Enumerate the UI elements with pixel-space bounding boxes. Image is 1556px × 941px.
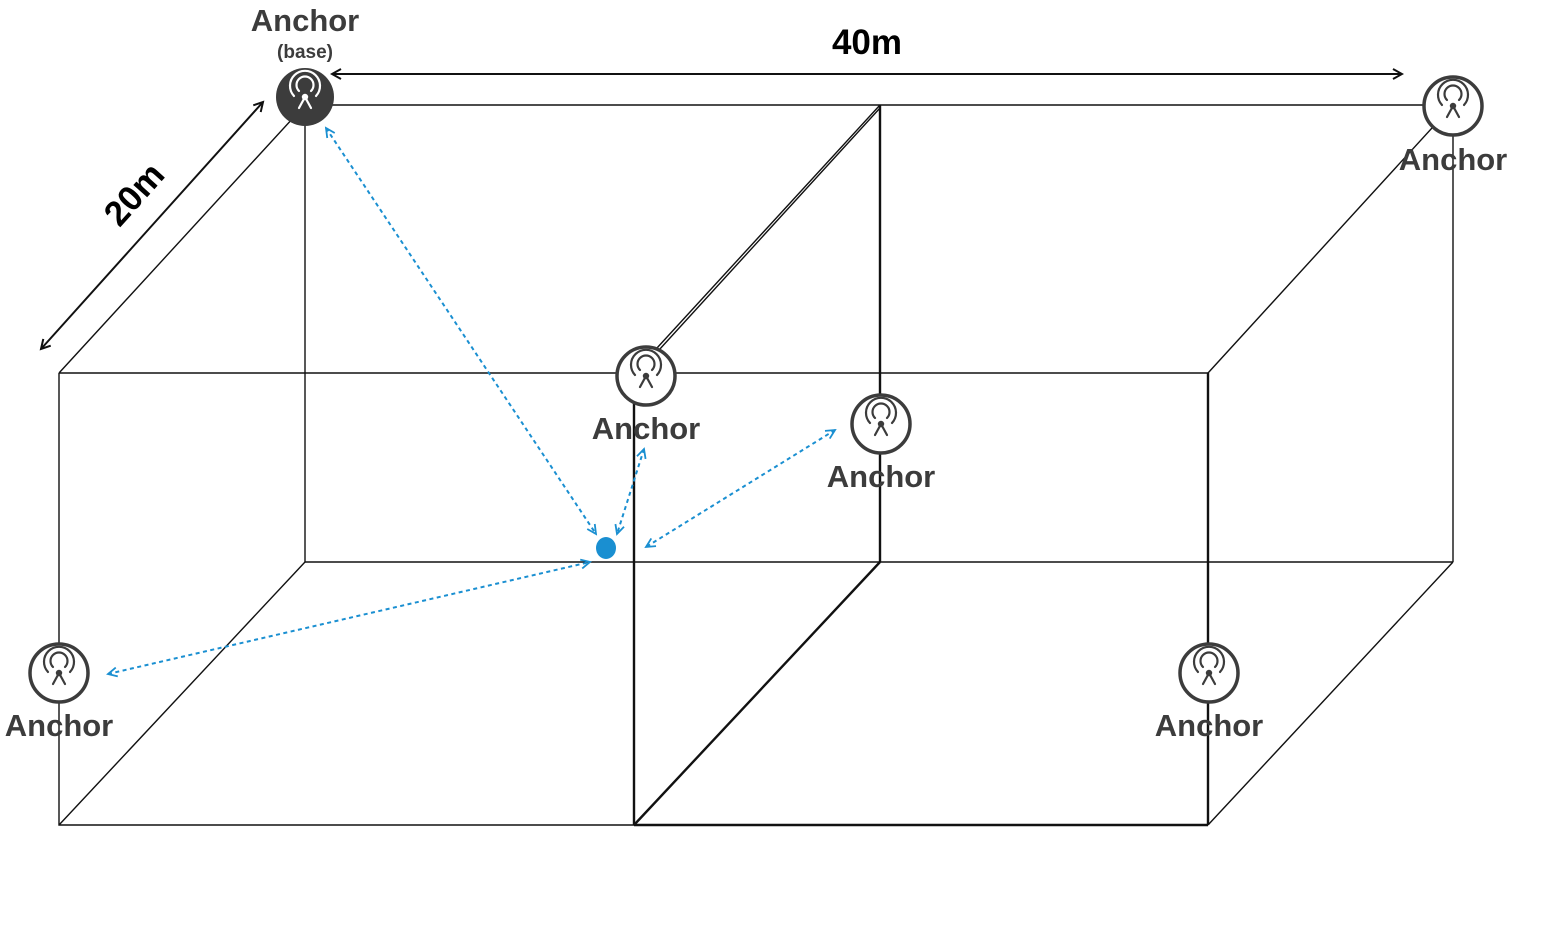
- ranging-link-base: [326, 128, 596, 534]
- anchor-label: Anchor: [827, 459, 936, 494]
- anchor-sublabel: (base): [277, 42, 333, 63]
- depth-dimension-arrow: [41, 102, 263, 349]
- tag-dot-icon: [596, 537, 616, 559]
- ranging-link-center-back: [617, 449, 644, 534]
- anchor-left: Anchor: [5, 642, 114, 743]
- anchor-label: Anchor: [1155, 708, 1264, 743]
- right-box: [632, 104, 1454, 827]
- antenna-signal-icon: [850, 393, 912, 455]
- anchor-label: Anchor: [592, 411, 701, 446]
- ranging-link-left: [108, 562, 590, 674]
- anchor-label: Anchor: [5, 708, 114, 743]
- antenna-signal-icon: [1178, 642, 1240, 704]
- antenna-signal-icon: [276, 68, 334, 126]
- antenna-signal-icon: [1422, 75, 1484, 137]
- tag: [596, 537, 616, 559]
- ranging-links: [108, 128, 835, 674]
- depth-dimension-label: 20m: [96, 155, 172, 233]
- left-box: [58, 104, 881, 826]
- length-dimension: 40m: [332, 23, 1402, 74]
- anchor-center-back: Anchor: [592, 345, 701, 446]
- depth-dimension: 20m: [41, 102, 263, 349]
- building-wireframe: [58, 104, 1454, 827]
- anchor-base: Anchor (base): [251, 3, 360, 126]
- antenna-signal-icon: [615, 345, 677, 407]
- length-dimension-label: 40m: [832, 23, 902, 62]
- anchor-top-right: Anchor: [1399, 75, 1508, 177]
- anchor-bottom-right: Anchor: [1155, 642, 1264, 743]
- antenna-signal-icon: [28, 642, 90, 704]
- anchor-label: Anchor: [1399, 142, 1508, 177]
- ranging-link-center-right: [646, 430, 835, 547]
- anchor-label: Anchor: [251, 3, 360, 38]
- anchor-center-right: Anchor: [827, 393, 936, 494]
